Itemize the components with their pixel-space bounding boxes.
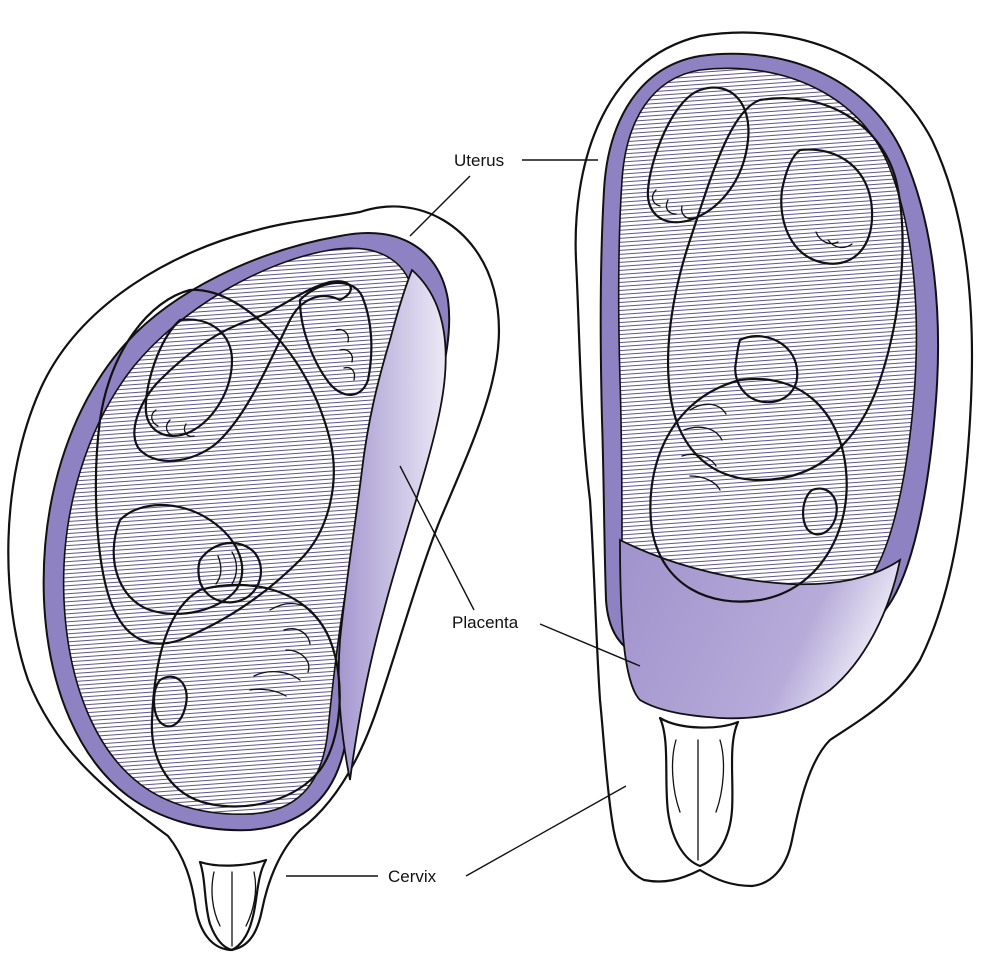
label-cervix: Cervix [286,786,626,886]
left-cervix [200,860,266,950]
right-amniotic-fluid [619,68,917,618]
right-cervix [660,718,738,866]
left-uterus [8,206,499,950]
uterus-label: Uterus [454,151,504,170]
cervix-label: Cervix [388,867,437,886]
placenta-label: Placenta [452,613,519,632]
label-uterus: Uterus [410,151,598,236]
right-uterus [576,33,972,886]
